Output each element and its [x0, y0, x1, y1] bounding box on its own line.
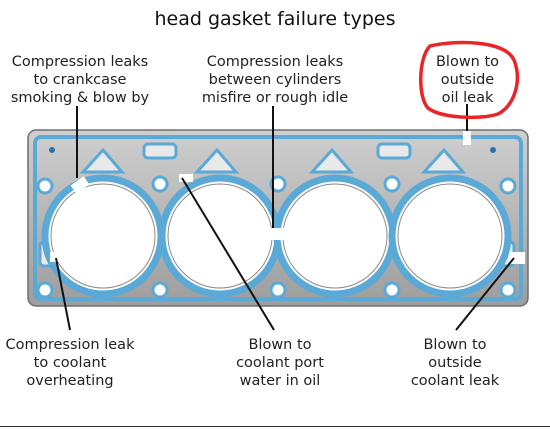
- highlight-circle: [419, 40, 519, 120]
- label-coolant-port: Blown to coolant port water in oil: [236, 337, 324, 389]
- leader-lines: [55, 104, 515, 331]
- cylinder-bores: [41, 174, 512, 298]
- label-cylinder-leak: Compression leaks between cylinders misf…: [201, 54, 349, 106]
- coolant-ports: [79, 147, 467, 174]
- failure-points: [50, 131, 525, 264]
- label-outside-oil-leak: Blown to outside oil leak: [435, 54, 500, 106]
- bottom-divider: [0, 426, 550, 432]
- label-crankcase-leak: Compression leaks to crankcase smoking &…: [10, 54, 150, 106]
- bolt-holes: [36, 175, 517, 299]
- diagram-title: head gasket failure types: [154, 8, 396, 30]
- label-coolant-leak: Compression leak to coolant overheating: [5, 337, 135, 389]
- label-outside-coolant-leak: Blown to outside coolant leak: [410, 337, 500, 389]
- dowel-dots: [49, 147, 496, 153]
